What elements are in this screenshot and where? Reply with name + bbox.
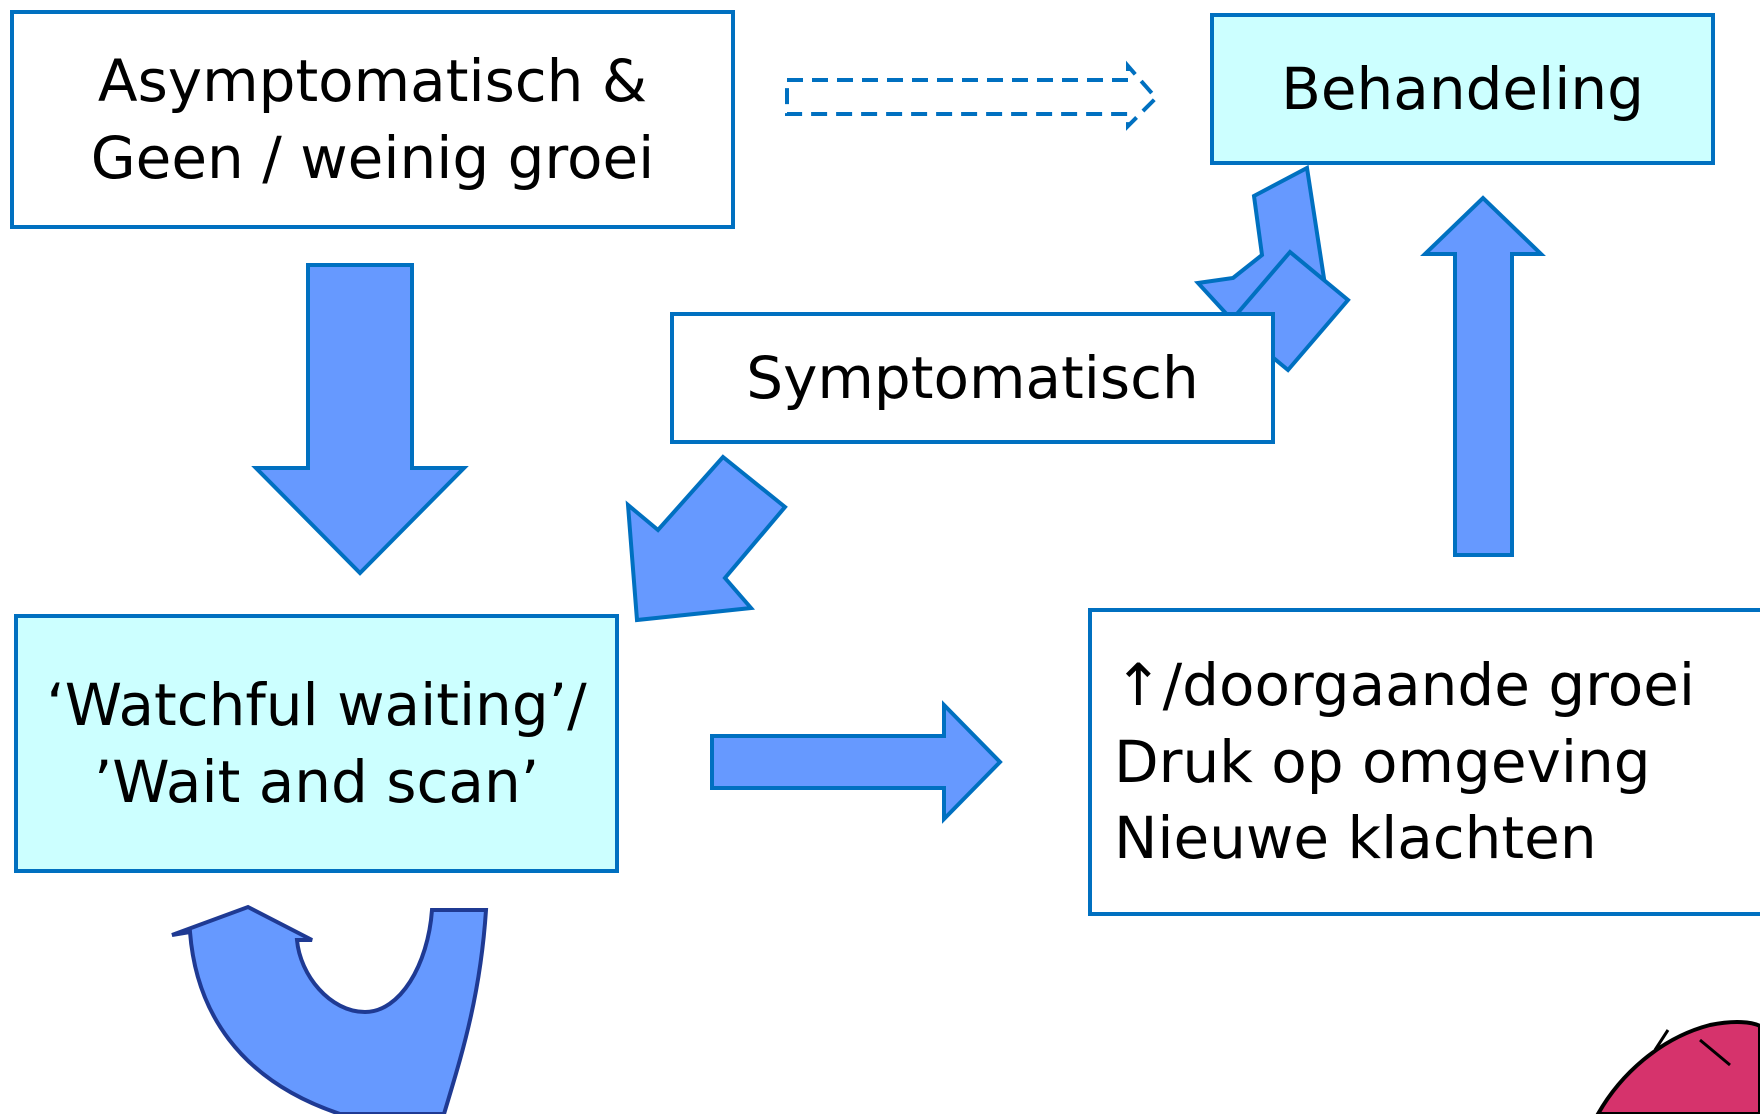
node-growth-line-2: Druk op omgeving [1114,727,1651,796]
node-treatment: Behandeling [1210,13,1715,165]
node-watchful-line-2: ’Wait and scan’ [93,747,540,816]
node-watchful-waiting: ‘Watchful waiting’/ ’Wait and scan’ [14,614,619,873]
arrow-symptomatic-to-watchful [625,454,788,623]
arrow-growth-to-treatment [1420,195,1546,557]
dashed-arrow-asymptomatic-to-treatment [785,60,1159,131]
node-growth-line-3: Nieuwe klachten [1114,804,1597,873]
decorative-shape [1595,1020,1760,1114]
node-symptomatic: Symptomatisch [670,312,1275,444]
node-growth-line-1: ↑/doorgaande groei [1114,651,1696,720]
node-symptomatic-label: Symptomatisch [746,343,1199,412]
node-asymptomatic-line-1: Asymptomatisch & [97,46,648,115]
node-watchful-line-1: ‘Watchful waiting’/ [46,670,587,739]
node-treatment-label: Behandeling [1281,54,1644,123]
node-asymptomatic-line-2: Geen / weinig groei [90,123,655,192]
loop-arrow-watchful [171,904,489,1114]
arrow-asymptomatic-to-watchful [251,263,469,576]
node-asymptomatic: Asymptomatisch & Geen / weinig groei [10,10,735,229]
node-growth: ↑/doorgaande groei Druk op omgeving Nieu… [1088,608,1760,916]
arrow-watchful-to-growth [710,700,1003,824]
decorative-shape-detail [1653,1029,1731,1067]
